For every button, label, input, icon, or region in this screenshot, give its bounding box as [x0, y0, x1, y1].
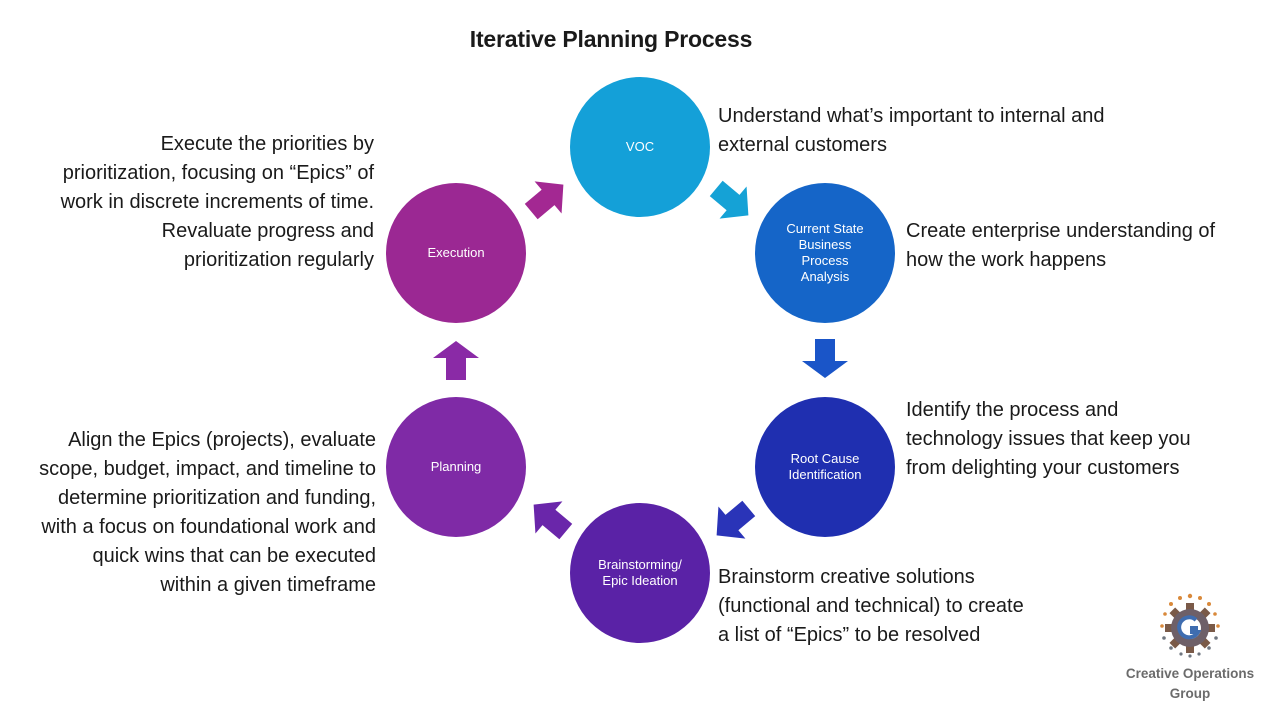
- arrow-current-state-to-root-cause: [802, 339, 848, 378]
- node-current-state: Current State Business Process Analysis: [755, 183, 895, 323]
- desc-current-state: Create enterprise understanding of how t…: [906, 220, 1216, 271]
- node-planning-label: Planning: [430, 459, 482, 474]
- node-brainstorming-label: Brainstorming/ Epic Ideation: [598, 557, 682, 588]
- desc-planning: Align the Epics (projects), evaluate sco…: [39, 429, 376, 596]
- arrow-planning-to-execution: [433, 341, 479, 380]
- desc-execution: Execute the priorities by prioritization…: [60, 133, 374, 271]
- diagram-title: Iterative Planning Process: [469, 26, 753, 52]
- arrow-root-cause-to-brainstorming: [716, 500, 756, 539]
- desc-brainstorming: Brainstorm creative solutions (functiona…: [718, 566, 1024, 646]
- node-execution: Execution: [386, 183, 526, 323]
- arrow-execution-to-voc: [524, 181, 564, 220]
- node-root-cause: Root Cause Identification: [755, 397, 895, 537]
- node-voc: VOC: [570, 77, 710, 217]
- node-root-cause-label: Root Cause Identification: [788, 451, 862, 482]
- node-current-state-label: Current State Business Process Analysis: [786, 221, 864, 284]
- logo-text: Creative Operations Group: [1125, 666, 1255, 701]
- node-brainstorming: Brainstorming/ Epic Ideation: [570, 503, 710, 643]
- node-execution-label: Execution: [427, 245, 485, 260]
- arrow-brainstorming-to-planning: [533, 501, 573, 540]
- desc-root-cause: Identify the process and technology issu…: [906, 399, 1191, 479]
- arrow-voc-to-current-state: [709, 180, 749, 219]
- node-planning: Planning: [386, 397, 526, 537]
- desc-voc: Understand what’s important to internal …: [718, 105, 1105, 156]
- gear-logo-icon: [1160, 593, 1220, 658]
- node-voc-label: VOC: [625, 139, 655, 154]
